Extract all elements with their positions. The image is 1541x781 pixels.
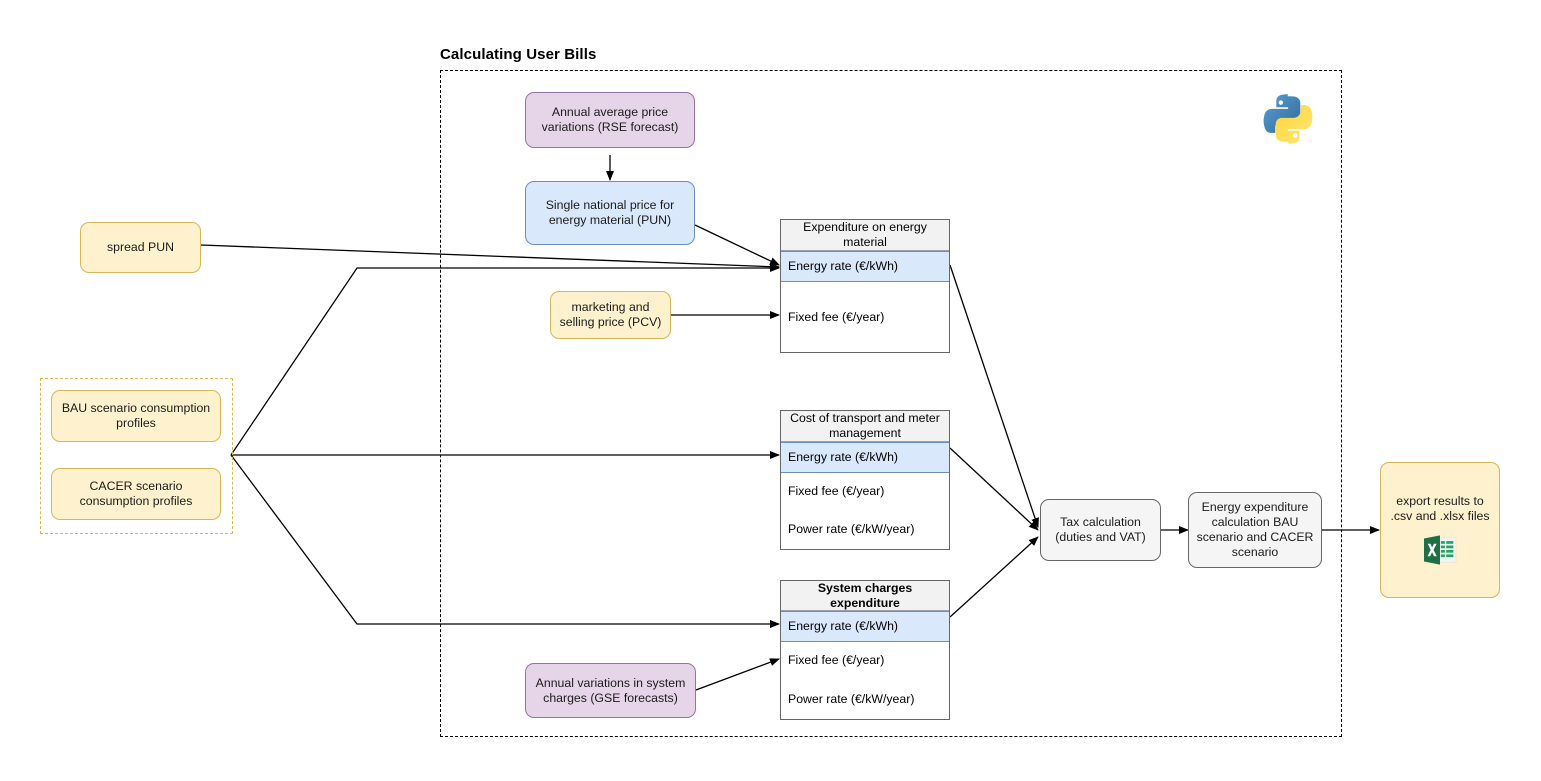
excel-file-icon bbox=[1424, 535, 1457, 565]
table-row[interactable]: Energy rate (€/kWh) bbox=[781, 611, 949, 642]
pun-label: Single national price for energy materia… bbox=[545, 198, 675, 227]
pcv-label: marketing and selling price (PCV) bbox=[559, 300, 662, 329]
energy-expenditure-label: Energy expenditure calculation BAU scena… bbox=[1196, 500, 1314, 559]
table-row[interactable]: Power rate (€/kW/year) bbox=[781, 679, 949, 719]
bau-scenario-label: BAU scenario consumption profiles bbox=[61, 401, 211, 430]
python-logo-icon bbox=[1259, 90, 1317, 153]
table-row[interactable]: Power rate (€/kW/year) bbox=[781, 510, 949, 549]
table-row[interactable]: Energy rate (€/kWh) bbox=[781, 442, 949, 473]
export-results-node[interactable]: export results to .csv and .xlsx files bbox=[1380, 462, 1500, 598]
cacer-scenario-label: CACER scenario consumption profiles bbox=[79, 479, 193, 508]
table-row[interactable]: Energy rate (€/kWh) bbox=[781, 251, 949, 282]
table-row[interactable]: Fixed fee (€/year) bbox=[781, 282, 949, 352]
energy-expenditure-calculation-node[interactable]: Energy expenditure calculation BAU scena… bbox=[1188, 492, 1322, 568]
export-results-label: export results to .csv and .xlsx files bbox=[1390, 494, 1490, 523]
table-cost-transport-meter: Cost of transport and meter management E… bbox=[780, 410, 950, 550]
bau-scenario-node[interactable]: BAU scenario consumption profiles bbox=[51, 390, 221, 442]
tax-calculation-line1: Tax calculation bbox=[1060, 515, 1141, 529]
table-system-charges-expenditure: System charges expenditure Energy rate (… bbox=[780, 580, 950, 720]
table-header: Cost of transport and meter management bbox=[781, 411, 949, 442]
calculating-user-bills-group bbox=[440, 70, 1342, 737]
tax-calculation-node[interactable]: Tax calculation (duties and VAT) bbox=[1040, 499, 1161, 561]
page-title: Calculating User Bills bbox=[440, 46, 597, 63]
pun-node[interactable]: Single national price for energy materia… bbox=[525, 181, 695, 245]
rse-forecast-node[interactable]: Annual average price variations (RSE for… bbox=[525, 92, 695, 148]
table-row[interactable]: Fixed fee (€/year) bbox=[781, 642, 949, 679]
rse-forecast-label: Annual average price variations (RSE for… bbox=[541, 105, 679, 134]
pcv-node[interactable]: marketing and selling price (PCV) bbox=[550, 291, 671, 339]
spread-pun-label: spread PUN bbox=[107, 240, 174, 254]
gse-forecast-node[interactable]: Annual variations in system charges (GSE… bbox=[525, 663, 696, 718]
table-header: Expenditure on energy material bbox=[781, 220, 949, 251]
spread-pun-node[interactable]: spread PUN bbox=[80, 222, 201, 273]
table-header: System charges expenditure bbox=[781, 581, 949, 611]
gse-forecast-label: Annual variations in system charges (GSE… bbox=[535, 675, 686, 705]
consumption-profiles-group bbox=[40, 378, 233, 534]
cacer-scenario-node[interactable]: CACER scenario consumption profiles bbox=[51, 468, 221, 520]
table-row[interactable]: Fixed fee (€/year) bbox=[781, 473, 949, 510]
tax-calculation-line2: (duties and VAT) bbox=[1055, 530, 1146, 544]
table-expenditure-energy-material: Expenditure on energy material Energy ra… bbox=[780, 219, 950, 353]
